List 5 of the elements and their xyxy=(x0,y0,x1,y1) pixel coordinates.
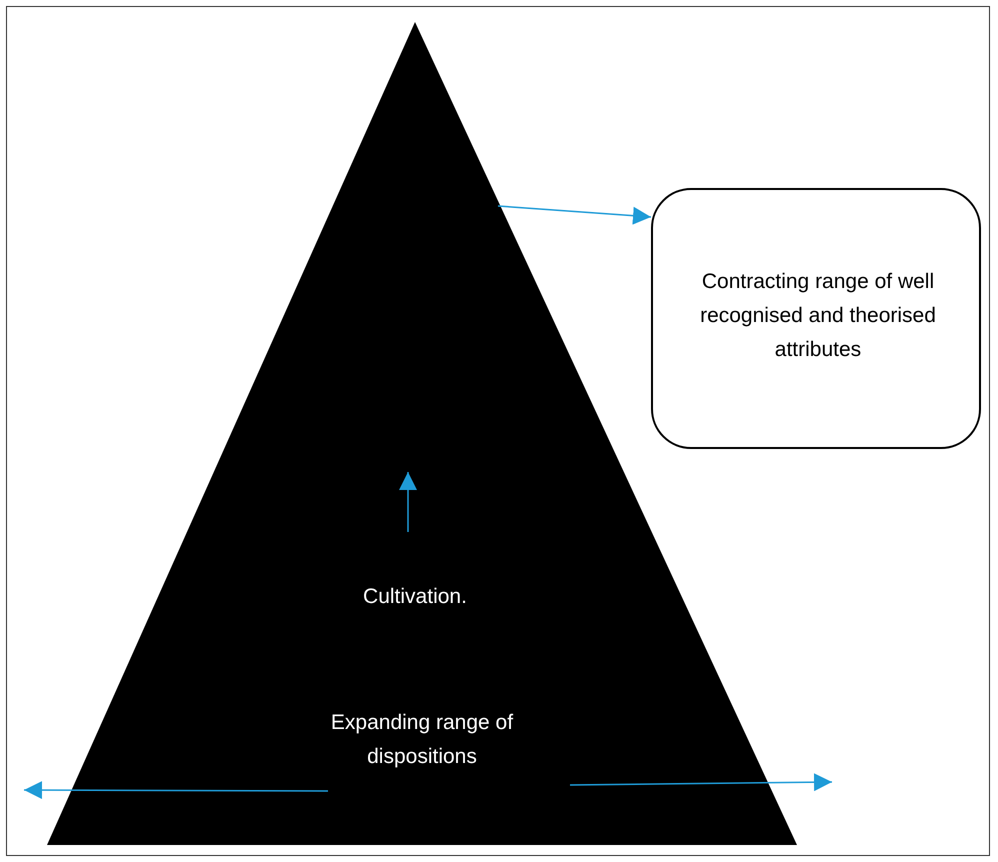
node-text: Cultivation. xyxy=(362,584,468,610)
rounded-box xyxy=(651,188,981,449)
node-text: Contracting range of well recognised and theorised attributes xyxy=(699,269,937,363)
arrow xyxy=(498,205,652,225)
node-text: Expanding range of dispositions xyxy=(330,710,514,770)
